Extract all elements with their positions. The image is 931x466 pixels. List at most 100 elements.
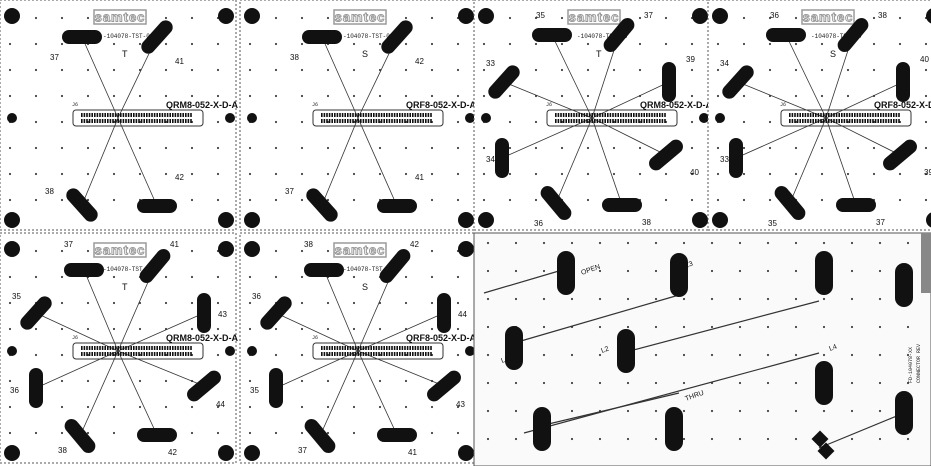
- pin: [643, 113, 645, 117]
- pin: [166, 119, 169, 123]
- pin: [190, 119, 192, 123]
- pin: [427, 352, 430, 356]
- pin: [328, 346, 331, 350]
- via-dot: [404, 94, 408, 98]
- via-dot: [300, 68, 304, 72]
- via-dot: [164, 405, 168, 409]
- via-dot: [300, 249, 304, 253]
- pad-shape: [532, 28, 572, 42]
- via-dot: [534, 120, 538, 124]
- via-dot: [794, 16, 798, 20]
- via-dot: [138, 405, 142, 409]
- via-dot: [742, 42, 746, 46]
- pin: [336, 113, 339, 117]
- pin: [323, 119, 326, 123]
- pin: [409, 346, 411, 350]
- pin: [362, 346, 365, 350]
- logo-frame: [333, 9, 387, 25]
- via-dot: [430, 94, 434, 98]
- part-id: -104078-TST-05: [103, 266, 154, 273]
- probe-pad: [62, 30, 102, 44]
- via-dot: [190, 94, 194, 98]
- pin: [812, 113, 814, 117]
- pin: [565, 113, 567, 117]
- pin: [187, 346, 190, 350]
- pin: [607, 119, 609, 123]
- pin: [370, 346, 372, 350]
- via-dot: [248, 198, 252, 202]
- mounting-hole: [218, 8, 234, 24]
- via-dot: [906, 353, 910, 357]
- pin: [404, 119, 406, 123]
- pin: [419, 346, 422, 350]
- via-dot: [906, 241, 910, 245]
- via-dot: [86, 405, 90, 409]
- pin: [104, 352, 106, 356]
- via-dot: [598, 269, 602, 273]
- via-dot: [710, 353, 714, 357]
- test-coupon-panel: samtec-104078-TST-04J6QRF8-052-X-D-AS363…: [707, 0, 931, 231]
- pin: [409, 352, 411, 356]
- via-dot: [534, 146, 538, 150]
- pin: [869, 113, 872, 117]
- pin: [323, 346, 326, 350]
- probe-pad: [137, 199, 177, 213]
- via-dot: [716, 172, 720, 176]
- via-dot: [326, 198, 330, 202]
- pin: [555, 119, 557, 123]
- via-dot: [326, 68, 330, 72]
- via-dot: [822, 241, 826, 245]
- pin: [412, 119, 414, 123]
- alignment-hole: [481, 113, 491, 123]
- pin: [174, 113, 177, 117]
- pad-number: 35: [12, 292, 21, 301]
- pin: [177, 119, 179, 123]
- via-dot: [878, 297, 882, 301]
- pin: [614, 119, 617, 123]
- pin: [609, 119, 612, 123]
- pin: [887, 119, 890, 123]
- via-dot: [8, 405, 12, 409]
- pad-shape: [662, 62, 676, 102]
- via-dot: [216, 120, 220, 124]
- pin: [833, 113, 835, 117]
- via-dot: [486, 297, 490, 301]
- pin: [557, 119, 560, 123]
- via-dot: [300, 120, 304, 124]
- pin: [166, 352, 169, 356]
- pin: [151, 119, 153, 123]
- pad-number: 41: [175, 57, 184, 66]
- pin: [321, 346, 323, 350]
- trace-type-letter: S: [362, 282, 368, 292]
- pin: [370, 113, 372, 117]
- trace-line: [117, 117, 158, 207]
- pin: [578, 113, 580, 117]
- via-dot: [766, 269, 770, 273]
- pad-shape: [896, 62, 910, 102]
- via-dot: [190, 42, 194, 46]
- via-dot: [924, 198, 928, 202]
- pin: [583, 119, 586, 123]
- pin: [140, 352, 143, 356]
- via-dot: [690, 146, 694, 150]
- probe-pad: [64, 263, 104, 277]
- pin: [362, 352, 365, 356]
- pin: [601, 119, 604, 123]
- pad-number: 44: [216, 400, 225, 409]
- pin: [130, 119, 132, 123]
- via-dot: [430, 42, 434, 46]
- pin: [354, 119, 357, 123]
- pin: [664, 119, 666, 123]
- pin: [848, 119, 851, 123]
- pin: [352, 113, 354, 117]
- pin: [417, 119, 419, 123]
- probe-pad: [306, 188, 338, 222]
- pin: [617, 119, 619, 123]
- probe-pad: [427, 370, 461, 402]
- via-dot: [248, 431, 252, 435]
- pin: [419, 113, 422, 117]
- pin: [893, 113, 895, 117]
- connector-part-label: QRF8-052-X-D-A: [406, 333, 477, 343]
- via-dot: [924, 146, 928, 150]
